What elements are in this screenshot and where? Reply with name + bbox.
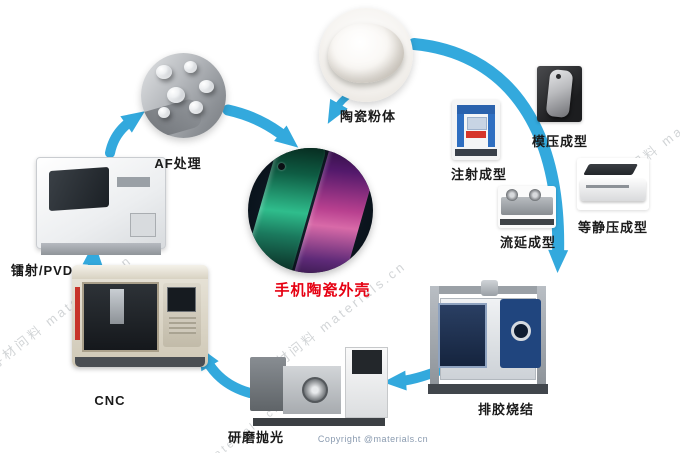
label-grinding-polishing: 研磨抛光 (227, 430, 284, 445)
machine-top (72, 265, 208, 280)
control-box (130, 213, 156, 237)
machine-slot (116, 177, 151, 187)
machine-block (250, 357, 286, 411)
label-compression-molding: 模压成型 (531, 134, 588, 149)
machine-body (501, 196, 553, 216)
water-droplet (189, 101, 204, 115)
af-coating-image (141, 53, 226, 138)
diagram-title: 手机陶瓷外壳 (274, 282, 371, 299)
machine-window (49, 166, 109, 212)
spindle (110, 289, 124, 325)
frame-post (537, 286, 546, 394)
roller (506, 189, 519, 202)
copyright-text: Copyright @materials.cn (317, 434, 429, 444)
machine-column (487, 104, 496, 147)
control-screen (166, 287, 196, 312)
machine-base (500, 218, 554, 225)
arrow-af-to-phone (222, 104, 299, 148)
camera-dot (555, 73, 561, 79)
machine-base (252, 418, 386, 426)
sintering-furnace-image (428, 280, 548, 394)
label-af-treatment: AF处理 (154, 156, 202, 171)
machine-base (454, 149, 498, 157)
water-droplet (156, 64, 173, 79)
furnace-cylinder (480, 280, 498, 296)
machine-base (41, 243, 161, 255)
water-droplet (158, 107, 170, 119)
machine-accent (466, 131, 486, 139)
arrow-pvd-to-af (105, 111, 145, 158)
label-laser-pvd: 镭射/PVD (10, 263, 74, 278)
camera-dot (278, 163, 285, 170)
water-droplet (198, 80, 214, 94)
injection-molding-image (452, 100, 500, 160)
water-droplet (166, 87, 185, 103)
laser-pvd-machine-image (36, 155, 166, 255)
frame-post (430, 286, 439, 394)
roller (529, 189, 542, 202)
label-ceramic-powder: 陶瓷粉体 (339, 109, 396, 124)
machine-body (579, 177, 647, 201)
machine-ram (467, 116, 487, 130)
control-keys (168, 316, 196, 335)
compression-molding-image (537, 66, 582, 122)
ceramic-phone-shell-image (248, 148, 373, 273)
isostatic-pressing-image (577, 158, 649, 210)
machine-beam (456, 104, 496, 115)
polishing-wheel (302, 377, 329, 404)
arrow-polishing-to-cnc (198, 346, 255, 398)
machine-lid (582, 164, 638, 176)
label-isostatic-pressing: 等静压成型 (577, 220, 648, 235)
cnc-machine-image (72, 265, 208, 367)
machine-base (428, 384, 548, 394)
machine-base (74, 356, 206, 367)
ceramic-powder-image (319, 8, 413, 102)
label-cnc: CNC (94, 393, 126, 408)
furnace-window (437, 303, 488, 368)
furnace-port (511, 320, 532, 341)
label-debinding-sintering: 排胶烧结 (477, 402, 534, 417)
tape-casting-image (498, 186, 556, 228)
brand-stripe (74, 287, 81, 341)
machine-column (456, 104, 465, 147)
machine-slot (585, 185, 629, 189)
powder-pile (328, 23, 404, 84)
cabinet-window (352, 350, 383, 374)
label-tape-casting: 流延成型 (499, 235, 556, 250)
polishing-machine-image (250, 342, 388, 426)
water-droplet (183, 60, 197, 73)
label-injection-molding: 注射成型 (450, 167, 507, 182)
